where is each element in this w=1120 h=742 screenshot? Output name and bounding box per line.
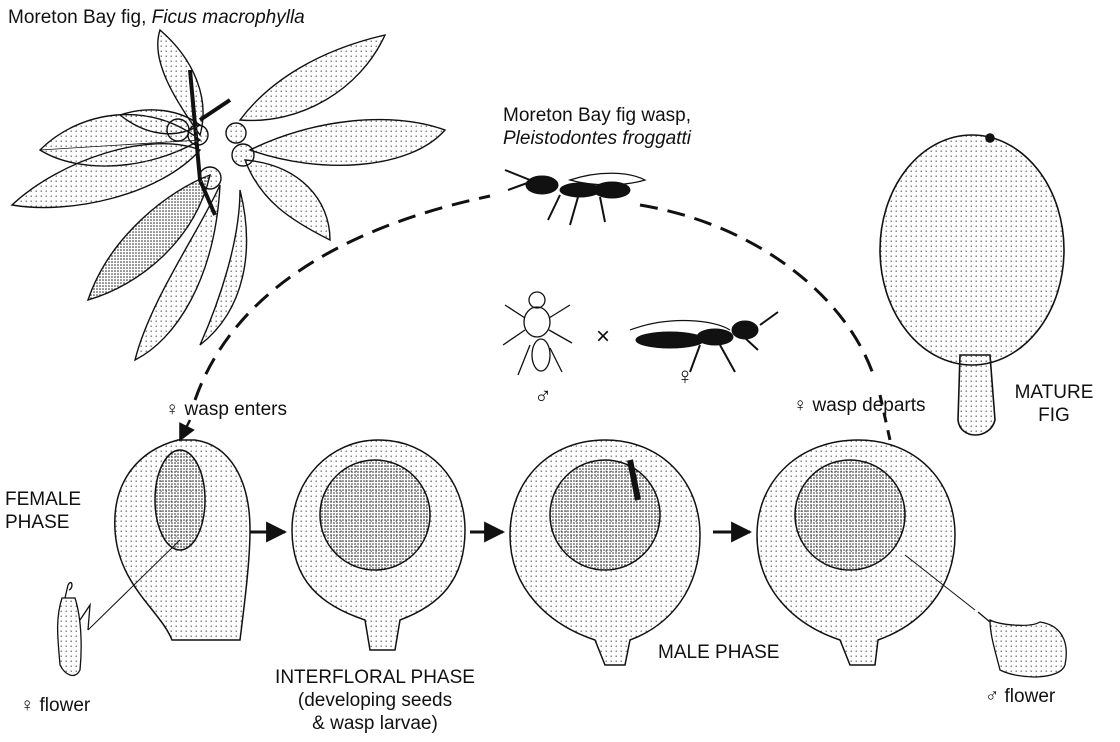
fig-title: Moreton Bay fig, Ficus macrophylla: [8, 6, 305, 29]
interfloral-phase-fig: [291, 439, 466, 651]
wasp-flight-path: [193, 194, 877, 401]
female-phase-label-line1: FEMALE: [5, 489, 82, 510]
male-wasp-illustration: [502, 291, 573, 376]
fig-wasp-illustration: [504, 169, 647, 226]
wasp-species-name: Pleistodontes froggatti: [503, 128, 692, 149]
male-flower-label: ♂ flower: [985, 686, 1056, 707]
cross-sign: ×: [596, 323, 611, 350]
female-symbol: ♀: [676, 363, 694, 390]
female-flower-leader-line: [87, 539, 181, 631]
mature-fig-illustration: [879, 133, 1065, 436]
wasp-entry-arrow: [178, 419, 195, 442]
interfloral-phase-label-line1: INTERFLORAL PHASE: [275, 667, 475, 688]
male-symbol: ♂: [534, 383, 552, 410]
departure-phase-fig: [756, 439, 956, 666]
female-flower-label: ♀ flower: [20, 695, 91, 716]
male-phase-label: MALE PHASE: [658, 642, 780, 663]
wasp-common-name: Moreton Bay fig wasp,: [503, 105, 691, 126]
female-wasp-illustration: [629, 311, 779, 373]
male-flower-leader-line: [904, 554, 976, 611]
male-phase-fig: [509, 439, 701, 666]
fig-common-name: Moreton Bay fig,: [8, 7, 147, 28]
fig-species-name: Ficus macrophylla: [151, 7, 305, 28]
male-flower-illustration: [977, 611, 1067, 678]
fig-branch-illustration: [10, 28, 447, 362]
female-phase-label-line2: PHASE: [5, 512, 70, 533]
female-phase-fig: [114, 439, 251, 641]
mature-fig-label-line1: MATURE: [1014, 382, 1094, 403]
interfloral-phase-label-line3: & wasp larvae): [312, 713, 438, 734]
wasp-exit-path: [878, 394, 892, 441]
female-flower-illustration: [56, 581, 91, 677]
mature-fig-label-line2: FIG: [1038, 405, 1070, 426]
wasp-departs-label: ♀ wasp departs: [793, 395, 926, 416]
wasp-enters-label: ♀ wasp enters: [165, 399, 287, 420]
interfloral-phase-label-line2: (developing seeds: [297, 690, 453, 711]
